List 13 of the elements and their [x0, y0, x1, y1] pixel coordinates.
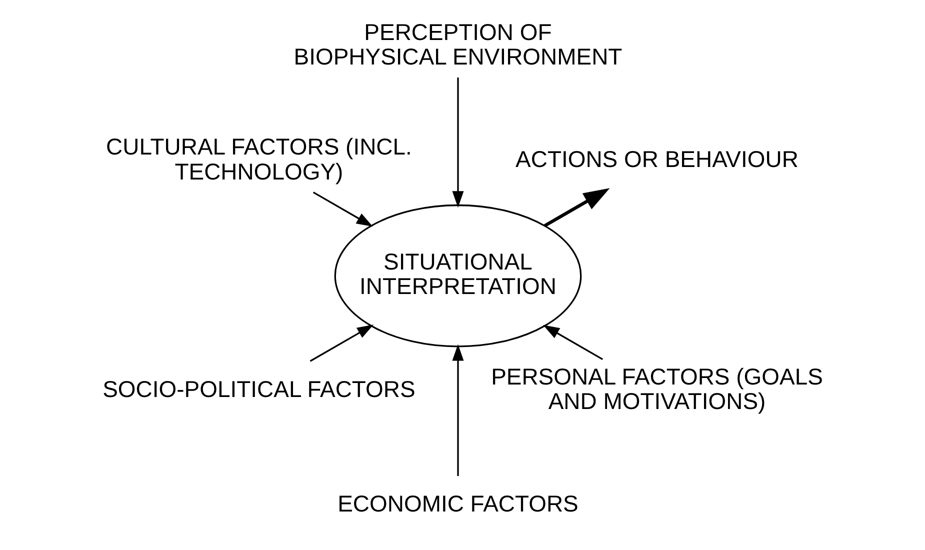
node-text: ACTIONS OR BEHAVIOUR	[516, 146, 798, 172]
arrow	[452, 78, 464, 208]
arrow	[543, 324, 604, 360]
arrow	[544, 188, 610, 228]
node-text: ECONOMIC FACTORS	[338, 490, 578, 517]
node-text: CULTURAL FACTORS (INCL. TECHNOLOGY)	[106, 134, 412, 184]
node-text: PERCEPTION OF BIOPHYSICAL ENVIRONMENT	[294, 18, 622, 70]
node-ellipse: SITUATIONAL INTERPRETATION	[334, 204, 582, 348]
arrow	[310, 324, 374, 362]
arrow	[452, 344, 464, 476]
arrow	[312, 192, 373, 227]
node-text: SOCIO-POLITICAL FACTORS	[102, 376, 416, 402]
node-text: PERSONAL FACTORS (GOALS AND MOTIVATIONS)	[491, 363, 823, 414]
